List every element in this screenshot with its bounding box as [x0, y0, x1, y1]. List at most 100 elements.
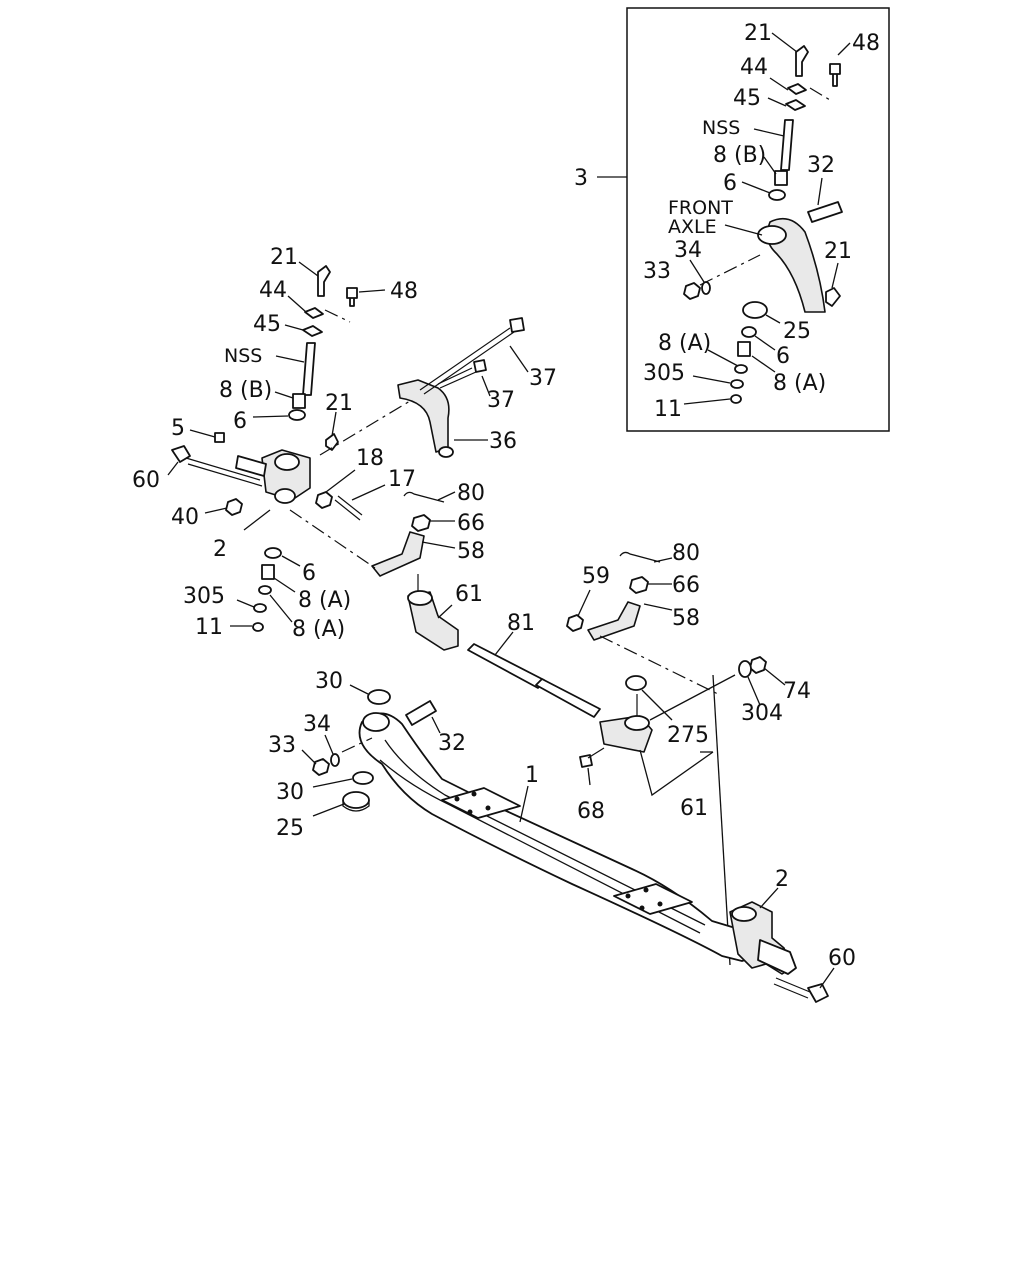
washer-icon [288, 409, 306, 421]
cotter-pin-icon [619, 551, 661, 563]
pin-icon [807, 201, 843, 223]
washer-icon [768, 189, 786, 201]
callout-8a: 8 (A) [298, 588, 351, 613]
bolt-icon [346, 287, 358, 307]
bushing-icon [292, 393, 306, 409]
tie-rod-icon [467, 643, 545, 689]
callout-18: 18 [356, 446, 384, 471]
callout-6: 6 [723, 171, 737, 196]
callout-8a: 8 (A) [658, 331, 711, 356]
callout-66: 66 [672, 573, 700, 598]
callout-2: 2 [213, 537, 227, 562]
label-front: FRONT [668, 197, 733, 219]
callout-8a: 8 (A) [292, 617, 345, 642]
detail-box-icon [626, 7, 890, 432]
callout-34: 34 [303, 712, 331, 737]
callout-21: 21 [270, 245, 298, 270]
callout-8a: 8 (A) [773, 371, 826, 396]
callout-74: 74 [783, 679, 811, 704]
steering-arm-icon [397, 379, 450, 453]
spindle-icon [757, 939, 797, 975]
king-pin-icon [780, 119, 794, 171]
bolt-head-icon [566, 614, 584, 632]
callout-305: 305 [183, 584, 225, 609]
spindle-icon [235, 455, 267, 477]
cotter-pin-icon [403, 491, 445, 503]
plate-icon [787, 83, 807, 95]
plate-icon [785, 99, 806, 111]
callout-68: 68 [577, 799, 605, 824]
left-knuckle-group: 21 44 48 45 NSS 8 (B) 6 21 5 18 60 17 80… [132, 245, 601, 718]
callout-37: 37 [487, 388, 515, 413]
grease-nipple-icon [825, 287, 841, 307]
spring-pad-icon [613, 883, 693, 915]
bolt-icon [829, 63, 841, 87]
plate-icon [302, 325, 323, 337]
callout-nss: NSS [702, 117, 740, 139]
arm-58-icon [587, 601, 641, 641]
bolt-head-icon [171, 445, 191, 463]
axle-beam-group: 30 34 33 32 30 25 1 2 60 [268, 669, 856, 1003]
callout-8b: 8 (B) [713, 143, 766, 168]
callout-48: 48 [852, 31, 880, 56]
bolt-head-icon [807, 983, 829, 1003]
nut-icon [315, 491, 333, 509]
callout-21: 21 [824, 239, 852, 264]
callout-17: 17 [388, 467, 416, 492]
callout-30: 30 [276, 780, 304, 805]
right-tie-rod-group: 80 59 66 58 74 304 275 68 61 [566, 541, 811, 966]
callout-59: 59 [582, 564, 610, 589]
front-axle-beam-icon [358, 712, 761, 962]
king-pin-icon [302, 342, 316, 396]
callout-60: 60 [828, 946, 856, 971]
arm-58-icon [371, 531, 425, 577]
thrust-bearing-icon [342, 791, 370, 809]
washer-icon [352, 771, 374, 785]
callout-11: 11 [654, 397, 682, 422]
bushing-icon [737, 341, 751, 357]
nut-icon [312, 758, 330, 776]
callout-6: 6 [302, 561, 316, 586]
callout-37: 37 [529, 366, 557, 391]
callout-21: 21 [325, 391, 353, 416]
callout-6: 6 [776, 344, 790, 369]
callout-3: 3 [574, 166, 588, 191]
nut-icon [225, 498, 243, 516]
callout-275: 275 [667, 723, 709, 748]
callout-81: 81 [507, 611, 535, 636]
callout-61: 61 [680, 796, 708, 821]
callout-32: 32 [438, 731, 466, 756]
grease-nipple-icon [317, 265, 331, 297]
callout-34: 34 [674, 238, 702, 263]
castle-nut-icon [629, 576, 649, 594]
callout-21: 21 [744, 21, 772, 46]
callout-8b: 8 (B) [219, 378, 272, 403]
callout-44: 44 [259, 278, 287, 303]
callout-33: 33 [643, 259, 671, 284]
callout-36: 36 [489, 429, 517, 454]
grease-nipple-icon [325, 433, 339, 451]
plate-icon [304, 307, 324, 319]
spring-pad-icon [441, 787, 521, 819]
callout-25: 25 [276, 816, 304, 841]
callout-45: 45 [253, 312, 281, 337]
callout-66: 66 [457, 511, 485, 536]
label-axle: AXLE [668, 216, 717, 238]
callout-25: 25 [783, 319, 811, 344]
callout-nss: NSS [224, 345, 262, 367]
washer-icon [738, 660, 752, 678]
nut-icon [683, 282, 701, 300]
bushing-icon [774, 170, 788, 186]
bolt-head-icon [473, 359, 487, 373]
pin-icon [405, 700, 437, 726]
bushing-icon [261, 564, 275, 580]
washer-icon [741, 326, 757, 338]
callout-58: 58 [672, 606, 700, 631]
grease-nipple-icon [795, 45, 809, 77]
callout-2: 2 [775, 867, 789, 892]
insert-detail: 21 48 44 45 NSS 8 (B) 3 6 32 FRONT AXLE … [574, 7, 890, 432]
callout-45: 45 [733, 86, 761, 111]
callout-6: 6 [233, 409, 247, 434]
callout-304: 304 [741, 701, 783, 726]
